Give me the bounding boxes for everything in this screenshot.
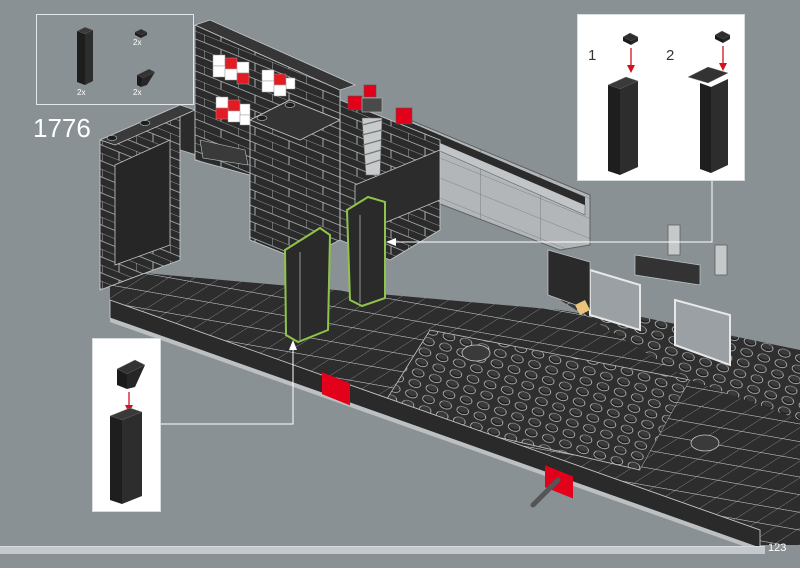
stud [139, 120, 151, 126]
back-wall-studs [400, 118, 585, 205]
robot-arms [667, 224, 728, 276]
sub-step-number: 1 [588, 47, 597, 64]
arrow-up-pointer [289, 340, 297, 350]
part-quantity: 2x [133, 38, 142, 47]
callout-pointers [160, 180, 713, 425]
control-console [199, 139, 249, 166]
part-quantity: 2x [77, 88, 86, 97]
parts-list: 2x 2x 2x [36, 14, 194, 105]
drill-mechanism [347, 84, 413, 176]
brick-1x2x5-icon [109, 407, 143, 504]
sub-assembly-callout-top: 1 2 [577, 14, 745, 181]
base-platform [109, 270, 800, 552]
down-arrow-icon [719, 46, 727, 71]
left-room [98, 104, 281, 291]
down-arrow-icon [627, 48, 635, 73]
page-progress-bar [0, 546, 765, 554]
red-connector-left [322, 372, 350, 406]
stud [106, 135, 118, 141]
arrow-right-pointer [386, 238, 396, 246]
turntable [690, 434, 720, 452]
window-checker [212, 54, 296, 126]
part-slope-inverted-icon [136, 68, 156, 87]
sub-step-1-plate-icon [622, 32, 639, 45]
slope-inverted-icon [116, 359, 146, 389]
part-plate-1x1-icon [134, 28, 148, 38]
new-brick-1 [283, 226, 332, 344]
new-brick-2 [345, 195, 386, 308]
turntable [461, 344, 491, 362]
sub-step-number: 2 [666, 47, 675, 64]
page-number: 123 [768, 542, 787, 554]
part-brick-1x2x5-icon [76, 26, 94, 85]
sub-step-2-plate-icon [714, 30, 731, 43]
step-number: 1776 [33, 113, 91, 143]
sub-assembly-callout-bottom [92, 338, 161, 512]
sub-step-2-brick-icon [687, 66, 729, 173]
axle-pin [530, 477, 561, 508]
right-windows [547, 249, 731, 367]
sub-step-1-brick-icon [607, 76, 639, 175]
part-quantity: 2x [133, 88, 142, 97]
